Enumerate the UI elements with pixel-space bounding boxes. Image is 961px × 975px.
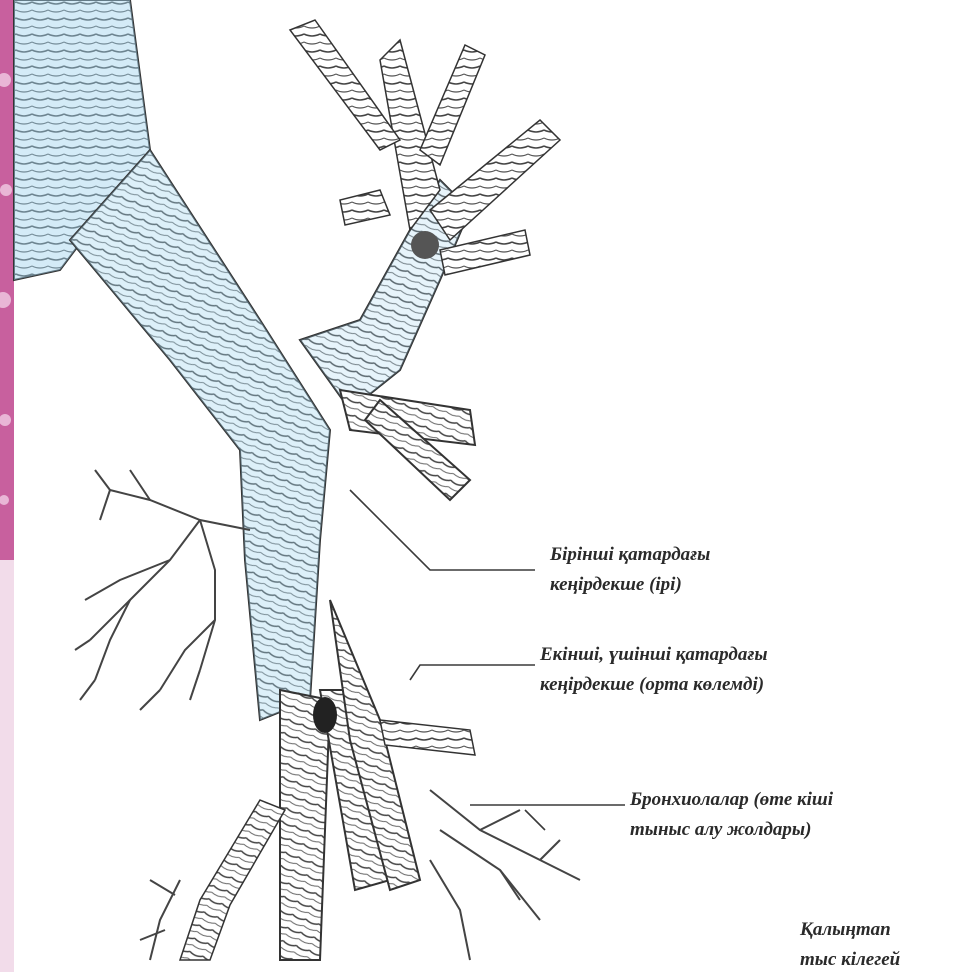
label-secondary-bronchi: Екінші, үшінші қатардағы кеңірдекше (орт… — [540, 640, 768, 700]
upper-branch — [290, 20, 560, 410]
label-cartilage-line1: Қалыңтап — [800, 915, 900, 945]
right-branch — [340, 390, 475, 500]
label-secondary-line1: Екінші, үшінші қатардағы — [540, 640, 768, 670]
label-cartilage-line2: тыс кілегей — [800, 945, 900, 975]
label-cartilage: Қалыңтап тыс кілегей — [800, 915, 900, 975]
left-bronchioles — [75, 470, 250, 710]
label-bronchioles: Бронхиолалар (өте кіші тыныс алу жолдары… — [630, 785, 833, 845]
label-bronchioles-line1: Бронхиолалар (өте кіші — [630, 785, 833, 815]
label-primary-line2: кеңірдекше (ірі) — [550, 570, 710, 600]
label-primary-bronchi: Бірінші қатардағы кеңірдекше (ірі) — [550, 540, 710, 600]
lower-bronchi — [180, 600, 475, 960]
label-bronchioles-line2: тыныс алу жолдары) — [630, 815, 833, 845]
label-secondary-line2: кеңірдекше (орта көлемді) — [540, 670, 768, 700]
label-primary-line1: Бірінші қатардағы — [550, 540, 710, 570]
